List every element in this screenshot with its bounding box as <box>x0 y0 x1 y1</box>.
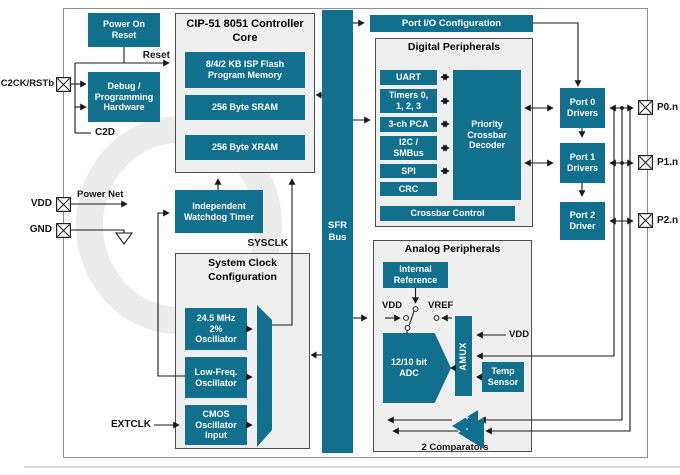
label-2-comparators: 2 Comparators <box>421 442 489 453</box>
xram-block: 256 Byte XRAM <box>185 135 305 160</box>
port1-drivers-block: Port 1 Drivers <box>560 143 605 183</box>
adc-block: 12/10 bit ADC <box>383 333 451 403</box>
pin-p0n <box>638 100 654 116</box>
pin-label-p1n: P1.n <box>657 157 679 168</box>
amux-block: AMUX <box>455 316 472 396</box>
analog-peripherals-title: Analog Peripherals <box>404 243 501 255</box>
port2-driver-block: Port 2 Driver <box>560 202 605 240</box>
port0-drivers-block: Port 0 Drivers <box>560 88 605 128</box>
digital-peripherals-title: Digital Peripherals <box>407 41 501 53</box>
label-vdd-amux: VDD <box>509 329 530 340</box>
pca-block: 3-ch PCA <box>380 117 437 132</box>
system-clock-title: System Clock Configuration <box>208 257 277 283</box>
amux-label: AMUX <box>458 341 469 371</box>
label-reset: Reset <box>142 50 170 61</box>
label-vdd-switch: VDD <box>382 300 403 311</box>
comparator-plus-label: + <box>464 413 470 422</box>
page-separator-line <box>24 466 680 468</box>
port-io-configuration-block: Port I/O Configuration <box>370 15 533 32</box>
crc-block: CRC <box>380 182 437 196</box>
pin-c2ck-rstb <box>56 77 72 93</box>
flash-memory-block: 8/4/2 KB ISP Flash Program Memory <box>185 52 305 88</box>
crossbar-control-block: Crossbar Control <box>380 206 515 221</box>
i2c-smbus-block: I2C / SMBus <box>380 136 437 160</box>
pin-vdd <box>56 197 72 213</box>
pin-label-vdd: VDD <box>30 198 52 209</box>
internal-reference-block: Internal Reference <box>383 262 448 288</box>
sram-block: 256 Byte SRAM <box>185 95 305 120</box>
pin-label-p0n: P0.n <box>657 102 679 113</box>
label-c2d: C2D <box>95 127 116 138</box>
label-power-net: Power Net <box>77 189 124 200</box>
spi-block: SPI <box>380 164 437 178</box>
timers-block: Timers 0, 1, 2, 3 <box>380 89 437 113</box>
cmos-oscillator-input-block: CMOS Oscillator Input <box>185 405 247 445</box>
pin-label-gnd: GND <box>29 224 52 235</box>
pin-label-c2ck-rstb: C2CK/RSTb <box>0 78 54 89</box>
sfr-bus-bar: SFR Bus <box>322 10 353 453</box>
pin-p1n <box>638 155 654 171</box>
label-vref: VREF <box>428 300 454 311</box>
priority-crossbar-decoder-block: Priority Crossbar Decoder <box>453 70 521 200</box>
label-sysclk: SYSCLK <box>247 238 288 249</box>
label-extclk: EXTCLK <box>111 419 151 430</box>
uart-block: UART <box>380 70 437 85</box>
watchdog-timer-block: Independent Watchdog Timer <box>175 190 263 233</box>
temp-sensor-block: Temp Sensor <box>482 362 524 392</box>
core-title: CIP-51 8051 Controller Core <box>186 18 304 45</box>
pin-p2n <box>638 213 654 229</box>
comparator-minus-label: - <box>465 424 469 433</box>
lf-oscillator-block: Low-Freq. Oscillator <box>185 357 247 398</box>
pin-label-p2n: P2.n <box>657 215 679 226</box>
power-on-reset-block: Power On Reset <box>88 13 160 47</box>
pin-gnd <box>56 223 72 239</box>
hf-oscillator-block: 24.5 MHz 2% Oscillator <box>185 308 247 350</box>
debug-programming-block: Debug / Programming Hardware <box>88 72 160 122</box>
